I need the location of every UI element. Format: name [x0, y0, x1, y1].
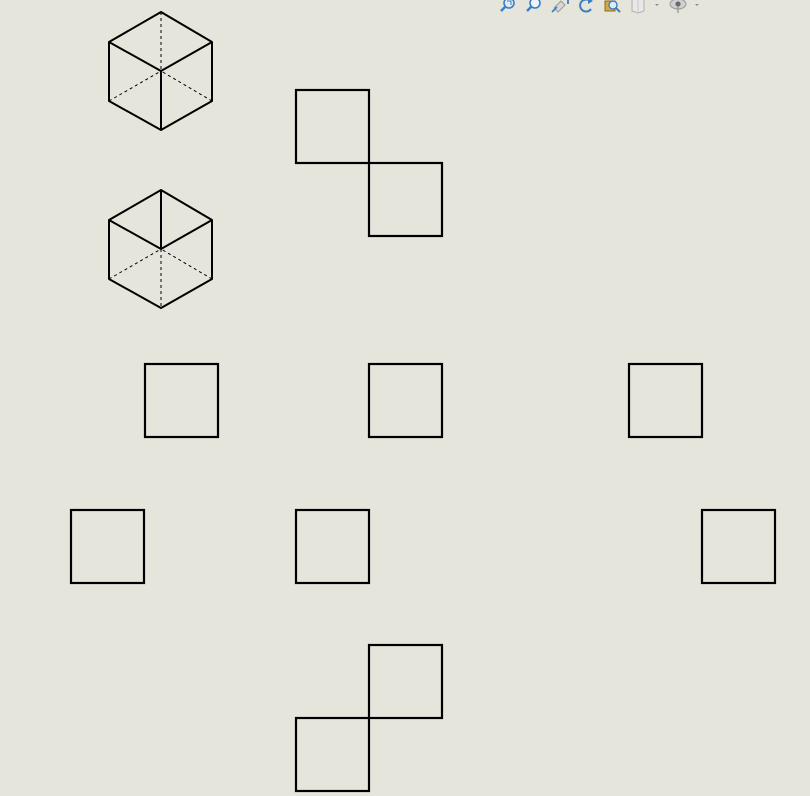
square-view: [367, 161, 444, 238]
square-view[interactable]: [69, 508, 146, 585]
cube-hidden-edge: [160, 248, 213, 280]
zoom-to-area-icon[interactable]: [524, 0, 544, 14]
diagonal-square-pair-top[interactable]: [294, 88, 444, 238]
hide-show-items-icon[interactable]: [668, 0, 704, 14]
cube-hidden-edge: [108, 70, 162, 102]
square-view[interactable]: [700, 508, 777, 585]
zoom-to-fit-icon[interactable]: [498, 0, 518, 14]
rotate-view-icon[interactable]: [576, 0, 596, 14]
previous-view-icon[interactable]: [550, 0, 570, 14]
square-view[interactable]: [143, 362, 220, 439]
square-view[interactable]: [294, 508, 371, 585]
diagonal-square-pair-bottom[interactable]: [294, 643, 444, 793]
square-view: [294, 716, 371, 793]
square-view: [367, 643, 444, 720]
heads-up-view-toolbar: [496, 0, 710, 16]
cube-hidden-edge: [160, 70, 213, 102]
cube-hidden-edge: [108, 248, 162, 280]
section-view-icon[interactable]: [602, 0, 622, 14]
display-style-icon[interactable]: [628, 0, 662, 14]
isometric-cube-view-bottom[interactable]: [108, 189, 213, 309]
square-view[interactable]: [367, 362, 444, 439]
square-view[interactable]: [627, 362, 704, 439]
isometric-cube-view-top[interactable]: [108, 11, 213, 131]
square-view: [294, 88, 371, 165]
